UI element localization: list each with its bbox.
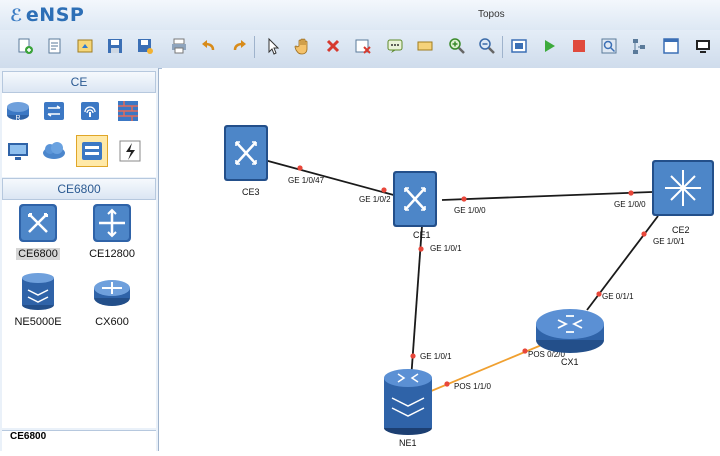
port-label: GE 0/1/1 (602, 292, 634, 301)
ce-category-icon[interactable] (76, 135, 108, 167)
port-label: GE 1/0/1 (653, 237, 685, 246)
device-name: CX1 (561, 357, 579, 367)
topology-icon[interactable] (628, 35, 650, 57)
delete-link-icon[interactable] (352, 35, 374, 57)
firewall-category-icon[interactable] (114, 97, 142, 125)
port-dot (381, 187, 387, 193)
device-label: CE6800 (16, 248, 60, 260)
device-tile-ce12800[interactable]: CE12800 (82, 202, 142, 268)
port-label: GE 1/0/2 (359, 195, 391, 204)
section-title-ce[interactable]: CE (2, 71, 156, 93)
redo-icon[interactable] (228, 35, 250, 57)
device-list: CE6800 CE12800 NE5000E CX600 (2, 200, 156, 428)
link-ce1-ce2[interactable] (441, 191, 653, 201)
device-name: NE1 (399, 438, 417, 448)
port-dot (444, 381, 450, 387)
section-title-ce6800[interactable]: CE6800 (2, 178, 156, 200)
port-dot (628, 190, 634, 196)
print-icon[interactable] (168, 35, 190, 57)
port-dot (641, 231, 647, 237)
device-ce3[interactable] (224, 125, 268, 181)
delete-icon[interactable] (322, 35, 344, 57)
wlan-category-icon[interactable] (76, 97, 104, 125)
undo-icon[interactable] (198, 35, 220, 57)
topology-canvas[interactable]: GE 1/0/47 GE 1/0/2 GE 1/0/0 GE 1/0/0 GE … (162, 68, 720, 451)
main-toolbar (0, 30, 720, 69)
terminal-icon[interactable] (508, 35, 530, 57)
port-label: GE 1/0/0 (614, 200, 646, 209)
port-dot (596, 291, 602, 297)
link-ce3-ce1[interactable] (256, 157, 413, 201)
port-label: GE 1/0/47 (288, 176, 325, 185)
link-category-icon[interactable] (116, 137, 144, 165)
device-ce1[interactable] (393, 171, 437, 227)
port-label: GE 1/0/1 (430, 244, 462, 253)
port-label: POS 1/1/0 (454, 382, 491, 391)
switch-category-icon[interactable] (40, 97, 68, 125)
device-label: CE12800 (89, 248, 135, 260)
device-tile-ne5000e[interactable]: NE5000E (8, 270, 68, 336)
rectangle-icon[interactable] (414, 35, 436, 57)
device-cx1[interactable] (536, 309, 604, 353)
window-title: Topos (478, 9, 505, 20)
new-example-icon[interactable] (44, 35, 66, 57)
hand-icon[interactable] (292, 35, 314, 57)
device-label: CX600 (95, 316, 129, 328)
port-label: POS 0/2/0 (528, 350, 565, 359)
device-tile-ce6800[interactable]: CE6800 (8, 202, 68, 268)
port-dot (410, 353, 416, 359)
app-name: eNSP (25, 4, 85, 26)
router-category-icon[interactable]: R (4, 97, 32, 125)
zoom-out-icon[interactable] (476, 35, 498, 57)
port-dot (418, 246, 424, 252)
device-ne1[interactable] (384, 369, 432, 435)
start-icon[interactable] (538, 35, 560, 57)
cloud-category-icon[interactable] (40, 137, 68, 165)
new-topo-icon[interactable] (14, 35, 36, 57)
pc-category-icon[interactable] (4, 137, 32, 165)
device-tile-cx600[interactable]: CX600 (82, 270, 142, 336)
port-dot (522, 348, 528, 354)
save-as-icon[interactable] (134, 35, 156, 57)
text-icon[interactable] (384, 35, 406, 57)
screen-icon[interactable] (692, 35, 714, 57)
save-icon[interactable] (104, 35, 126, 57)
open-icon[interactable] (74, 35, 96, 57)
device-name: CE1 (413, 230, 431, 240)
capture-icon[interactable] (598, 35, 620, 57)
device-name: CE3 (242, 187, 260, 197)
toolbar-separator (254, 36, 255, 58)
device-name: CE2 (672, 225, 690, 235)
port-label: GE 1/0/0 (454, 206, 486, 215)
device-sidebar: CE R CE6800 CE6800 CE12800 NE5000E CX600… (0, 68, 159, 451)
category-palette: R (2, 93, 156, 177)
port-label: GE 1/0/1 (420, 352, 452, 361)
panel-icon[interactable] (660, 35, 682, 57)
select-icon[interactable] (262, 35, 284, 57)
port-dot (461, 196, 467, 202)
zoom-in-icon[interactable] (446, 35, 468, 57)
stop-icon[interactable] (568, 35, 590, 57)
device-description: CE6800 (2, 430, 156, 451)
device-ce2[interactable] (652, 160, 714, 216)
device-label: NE5000E (14, 316, 62, 328)
toolbar-separator (502, 36, 503, 58)
svg-text:R: R (15, 115, 20, 122)
port-dot (297, 165, 303, 171)
ensp-logo-icon: ℰ (10, 6, 23, 26)
